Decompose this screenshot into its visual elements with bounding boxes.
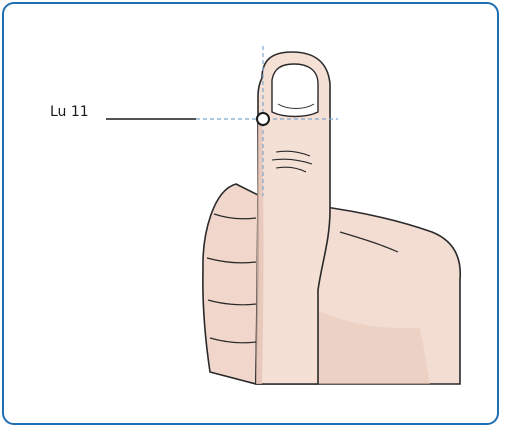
thumb-crease-3 [275,166,307,173]
finger-crease-3 [207,299,257,306]
thumbnail-lunula [277,103,315,109]
palm-shadow [300,300,430,384]
finger-crease-1 [213,213,257,220]
thumb-crease-1 [275,150,311,157]
thumb-crease-2 [271,158,313,165]
knuckle-line [339,231,399,253]
finger-crease-2 [206,257,257,264]
thumbnail [271,63,319,118]
hand-drawing [202,51,462,386]
acupoint-label: Lu 11 [50,104,89,120]
acupoint-marker-icon [256,112,270,126]
thumb [255,51,331,385]
curled-fingers [202,183,261,386]
finger-crease-4 [209,337,257,344]
thumb-shading [256,120,264,384]
